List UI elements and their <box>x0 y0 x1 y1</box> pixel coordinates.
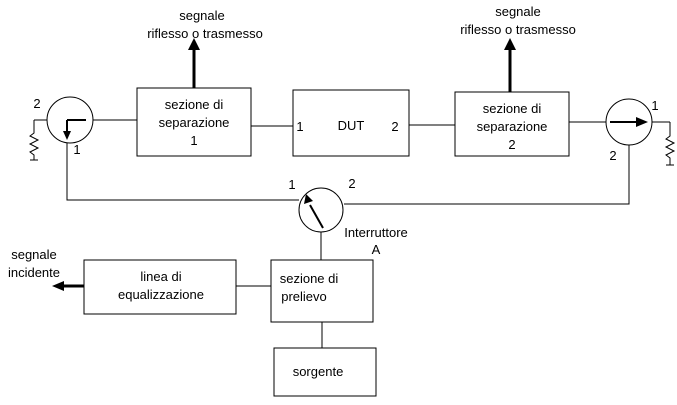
switch-a-port-2-label: 2 <box>348 176 355 191</box>
source-box <box>273 347 377 397</box>
coupler-left: 2 1 <box>28 96 94 161</box>
source-block: sorgente <box>273 347 377 397</box>
switch-a-pointer <box>309 204 324 229</box>
dut-box <box>292 89 410 157</box>
separation-section-1-box <box>136 87 252 157</box>
separation-section-2-line-3: 2 <box>508 137 515 152</box>
coupler-right: 1 2 <box>605 98 676 166</box>
sampling-section-line-2: prelievo <box>281 289 327 304</box>
dut-port-1-label: 1 <box>296 119 303 134</box>
top-left-signal: segnale riflesso o trasmesso <box>147 8 263 88</box>
sampling-section-box <box>270 259 374 323</box>
wire-coupler-right-to-switch <box>344 145 630 205</box>
separation-section-1-line-3: 1 <box>190 133 197 148</box>
switch-a-pointer-arrowhead <box>304 194 313 204</box>
coupler-right-port-2-label: 2 <box>609 148 616 163</box>
top-left-signal-arrowhead <box>188 38 200 50</box>
separation-section-2-line-1: sezione di <box>483 101 542 116</box>
coupler-right-port-1-label: 1 <box>651 98 658 113</box>
switch-a-label-line-1: Interruttore <box>344 225 408 240</box>
top-right-signal-arrowhead <box>504 38 516 50</box>
sampling-section-line-1: sezione di <box>280 271 339 286</box>
dut-block: DUT 1 2 <box>292 89 410 157</box>
separation-section-1-line-2: separazione <box>159 115 230 130</box>
coupler-right-pointer-arrowhead <box>636 117 648 127</box>
equalization-line-box <box>83 259 237 315</box>
separation-section-2-box <box>454 91 570 157</box>
switch-a: 1 2 Interruttore A <box>288 176 407 257</box>
equalization-line-line-2: equalizzazione <box>118 287 204 302</box>
switch-a-label-line-2: A <box>372 242 381 257</box>
dut-label: DUT <box>338 118 365 133</box>
top-right-signal-line-1: segnale <box>495 4 541 19</box>
coupler-left-port-2-label: 2 <box>33 96 40 111</box>
equalization-line: linea di equalizzazione <box>83 259 237 315</box>
separation-section-2: sezione di separazione 2 <box>454 91 570 157</box>
coupler-right-termination <box>664 122 676 165</box>
equalization-line-line-1: linea di <box>140 269 181 284</box>
incident-signal: segnale incidente <box>8 247 84 291</box>
top-left-signal-line-1: segnale <box>179 8 225 23</box>
dut-port-2-label: 2 <box>391 119 398 134</box>
top-right-signal-line-2: riflesso o trasmesso <box>460 22 576 37</box>
top-left-signal-line-2: riflesso o trasmesso <box>147 26 263 41</box>
top-right-signal: segnale riflesso o trasmesso <box>460 4 576 92</box>
incident-signal-arrowhead <box>52 281 64 291</box>
switch-a-port-1-label: 1 <box>288 177 295 192</box>
separation-section-1-line-1: sezione di <box>165 97 224 112</box>
wire-coupler-left-to-switch <box>66 143 299 201</box>
separation-section-2-line-2: separazione <box>477 119 548 134</box>
coupler-left-pointer-arrowhead <box>63 131 71 140</box>
sampling-section: sezione di prelievo <box>270 259 374 323</box>
incident-signal-line-1: segnale <box>11 247 57 262</box>
incident-signal-line-2: incidente <box>8 265 60 280</box>
coupler-left-port-1-label: 1 <box>73 142 80 157</box>
source-label: sorgente <box>293 364 344 379</box>
separation-section-1: sezione di separazione 1 <box>136 87 252 157</box>
coupler-left-termination <box>28 120 40 160</box>
